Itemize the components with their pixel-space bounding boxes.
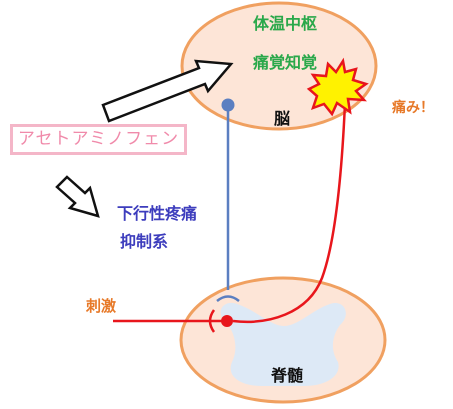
receptor-cup-icon bbox=[208, 309, 216, 333]
pain-label: 痛み！ bbox=[392, 100, 434, 116]
grey-matter-shape bbox=[220, 302, 346, 386]
drug-name: アセトアミノフェン bbox=[17, 129, 180, 149]
pain-perception-label: 痛覚知覚 bbox=[252, 53, 317, 72]
acetaminophen-box: アセトアミノフェン bbox=[10, 124, 187, 155]
descending-pathway-origin bbox=[221, 98, 235, 112]
stimulus-label: 刺激 bbox=[86, 297, 117, 315]
descending-inhibition-label-line1: 下行性疼痛 bbox=[117, 204, 198, 223]
arrow-to-descending-icon bbox=[55, 175, 100, 218]
spinal-neuron-dot bbox=[221, 315, 233, 327]
spinal-cord-label: 脊髄 bbox=[270, 366, 303, 385]
descending-inhibition-label-line2: 抑制系 bbox=[120, 232, 169, 251]
brain-label: 脳 bbox=[274, 109, 290, 128]
pain-burst-icon bbox=[306, 57, 369, 117]
arrow-to-brain-icon bbox=[101, 59, 234, 123]
synapse-icon bbox=[216, 295, 240, 302]
thermoregulation-center-label: 体温中枢 bbox=[253, 14, 317, 33]
ascending-pain-pathway bbox=[232, 102, 347, 323]
